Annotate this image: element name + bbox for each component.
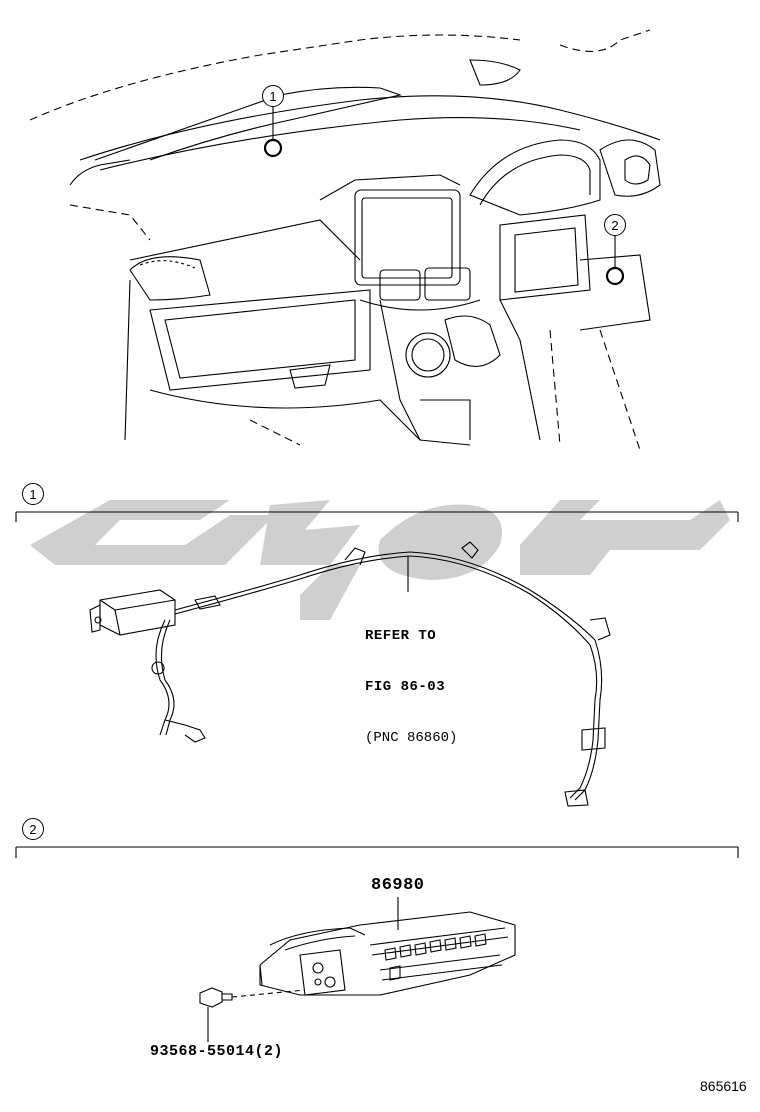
refer-line-1: REFER TO [365,628,437,644]
section-1-badge: 1 [22,483,44,505]
bolt-part-number: 93568-55014(2) [150,1043,284,1060]
callout-1-top: 1 [262,85,284,107]
watermark-logo [30,500,730,620]
part-number-86980: 86980 [371,876,425,895]
refer-line-3: (PNC 86860) [365,730,458,746]
section-2-index: 2 [29,821,37,837]
callout-1-top-label: 1 [269,88,277,104]
section-1-index: 1 [29,486,37,502]
refer-to-note: REFER TO FIG 86-03 (PNC 86860) [365,594,457,764]
section-2-badge: 2 [22,818,44,840]
dashboard-overview-drawing [29,29,661,451]
figure-id: 865616 [700,1078,747,1094]
callout-2-top: 2 [604,214,626,236]
refer-line-2: FIG 86-03 [365,679,446,695]
callout-2-top-label: 2 [611,217,619,233]
